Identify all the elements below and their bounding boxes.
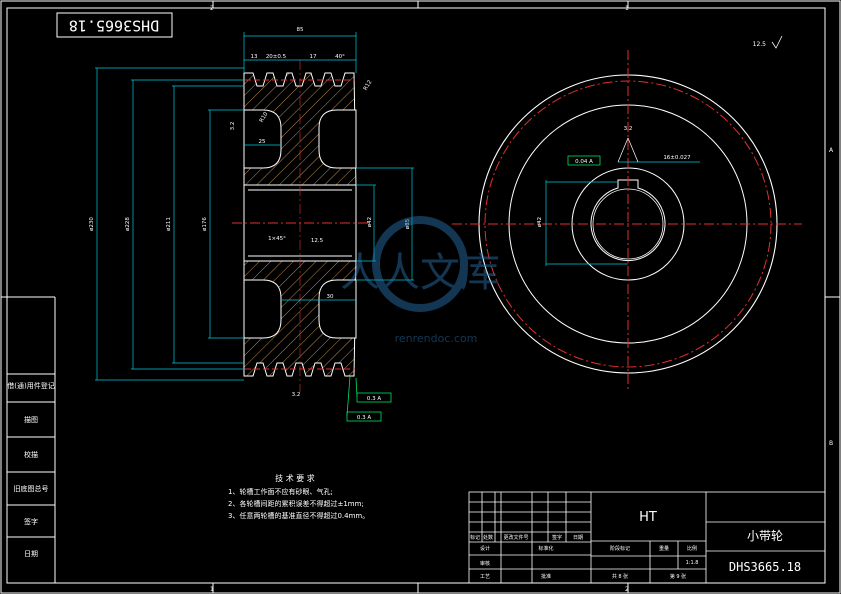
material-text: HT xyxy=(639,510,657,525)
dim-width-total: 85 xyxy=(297,27,304,33)
watermark-logo: 人人文库 renrendoc.com xyxy=(340,216,500,345)
dim-groove-13: 13 xyxy=(251,54,258,60)
tb-row1-1: 处数 xyxy=(483,534,493,541)
zone-mark-bottom-right: 2 xyxy=(625,586,629,593)
dim-r10: R10 xyxy=(259,111,270,124)
dim-groove-pitch: 20±0.5 xyxy=(266,54,287,60)
dim-dia-bore: ø42 xyxy=(367,217,373,227)
corner-rough-value: 12.5 xyxy=(753,41,767,48)
zone-mark-bottom-left: 1 xyxy=(210,586,214,593)
side-label-3: 旧底图总号 xyxy=(14,484,49,493)
tb-row3-0: 审核 xyxy=(480,560,490,567)
zone-mark-a: A xyxy=(829,147,834,154)
drawing-number: DHS3665.18 xyxy=(729,560,801,574)
tb-row2-5: 重量 xyxy=(659,545,669,552)
dim-rib-25: 25 xyxy=(259,139,266,145)
side-label-1: 描图 xyxy=(24,415,38,424)
side-label-5: 日期 xyxy=(24,550,38,558)
tb-row1-0: 标记 xyxy=(470,534,480,541)
dim-r12: R12 xyxy=(363,79,374,91)
tech-req-item-2: 2、各轮槽间距的累积误差不得超过±1mm; xyxy=(228,499,364,508)
tb-row2-2: 标准化 xyxy=(538,545,553,552)
front-rough: 3.2 xyxy=(624,126,633,132)
tb-row4-0: 工艺 xyxy=(480,574,490,580)
section-view xyxy=(232,60,368,392)
dim-rough-bore: 12.5 xyxy=(311,238,324,244)
front-key-width: 16±0.027 xyxy=(663,155,691,161)
tol-frame-2: 0.3 A xyxy=(357,415,371,421)
dimension-lines xyxy=(95,32,414,381)
dim-chamfer: 1×45° xyxy=(268,236,286,242)
dim-dia-176: ø176 xyxy=(202,217,208,231)
tech-req-item-1: 1、轮槽工作面不应有砂眼、气孔; xyxy=(228,487,333,496)
tb-row1-4: 日期 xyxy=(573,535,583,541)
front-view xyxy=(452,50,802,390)
tol-key: 0.04 A xyxy=(575,159,593,165)
roughness-symbol xyxy=(771,35,783,49)
tb-sheets-total: 共 8 张 xyxy=(612,573,628,580)
dim-dia-outer: ø230 xyxy=(89,217,95,231)
tb-row2-0: 设计 xyxy=(480,545,490,552)
front-dim-bore: ø42 xyxy=(537,217,543,227)
zone-mark-b: B xyxy=(829,440,833,447)
tol-frame-1: 0.3 A xyxy=(367,396,381,402)
part-name: 小带轮 xyxy=(747,529,783,543)
side-label-0: 借(通)用件登记 xyxy=(7,381,54,390)
tb-row2-4: 阶段标记 xyxy=(610,545,630,552)
side-register-table: 借(通)用件登记 描图 校描 旧底图总号 签字 日期 xyxy=(6,296,56,584)
tb-row1-2: 更改文件号 xyxy=(503,534,528,541)
watermark-text: 人人文库 xyxy=(340,250,500,296)
dim-dia-211: ø211 xyxy=(166,217,172,231)
dim-rough-bottom: 3.2 xyxy=(292,392,301,398)
dim-dia-85: ø85 xyxy=(405,218,411,229)
dim-dia-pitch: ø228 xyxy=(125,217,131,231)
zone-mark-top-right: 1 xyxy=(625,5,629,12)
tb-row4-2: 批准 xyxy=(541,573,551,580)
title-block xyxy=(468,491,826,584)
tech-req-item-3: 3、任意两轮槽的基准直径不得超过0.4mm。 xyxy=(228,511,369,520)
watermark-sub: renrendoc.com xyxy=(395,332,478,345)
dim-rough-side: 3.2 xyxy=(230,122,236,131)
tolerance-frames xyxy=(346,155,601,422)
dim-angle-40: 40° xyxy=(335,54,345,60)
side-label-4: 签字 xyxy=(24,517,38,526)
tb-scale: 1:1.8 xyxy=(686,560,699,566)
drawing-number-box xyxy=(56,12,173,38)
tb-sheet-no: 第 9 张 xyxy=(670,573,686,580)
side-label-2: 校描 xyxy=(24,450,38,459)
tb-row2-6: 比例 xyxy=(687,545,697,552)
drawing-number-rotated: DHS3665.18 xyxy=(69,17,159,35)
dim-rib-30: 30 xyxy=(327,294,334,300)
zone-mark-top-left: 2 xyxy=(210,5,214,12)
tech-req-title: 技 术 要 求 xyxy=(275,473,315,483)
inner-border xyxy=(6,7,826,584)
tb-row1-3: 签字 xyxy=(552,534,562,541)
dim-groove-17: 17 xyxy=(310,54,317,60)
